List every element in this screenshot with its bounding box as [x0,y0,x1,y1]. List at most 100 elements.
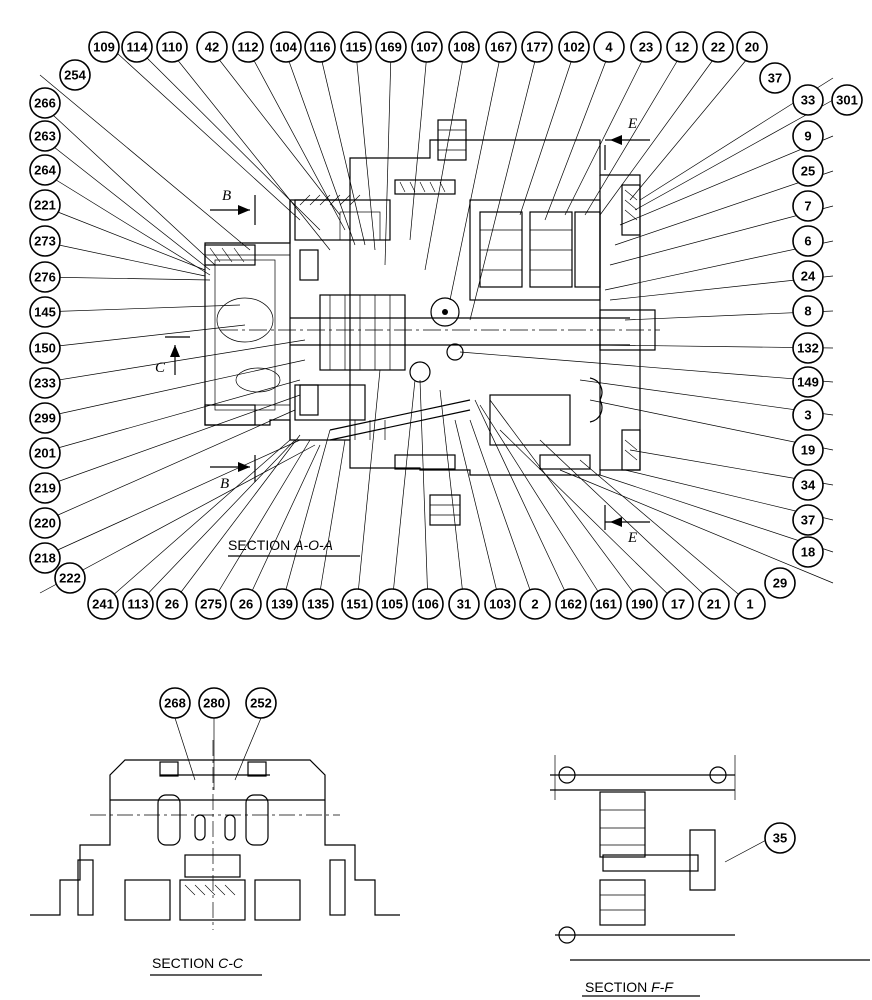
svg-text:266: 266 [34,96,56,111]
svg-text:263: 263 [34,129,56,144]
callout-220: 220 [29,507,61,539]
svg-text:102: 102 [563,40,585,55]
section-c-title: SECTION C-C [152,955,244,971]
callout-145: 145 [29,296,61,328]
svg-text:22: 22 [711,40,725,55]
svg-text:2: 2 [531,597,538,612]
svg-text:115: 115 [346,40,367,55]
callout-135: 135 [302,588,334,620]
svg-text:17: 17 [671,597,685,612]
callout-6: 6 [792,225,824,257]
svg-text:254: 254 [64,68,86,83]
callout-1: 1 [734,588,766,620]
leader-lines [39,52,834,605]
callout-241: 241 [87,588,119,620]
callout-42: 42 [196,31,228,63]
callout-112: 112 [232,31,264,63]
callout-24: 24 [792,260,824,292]
svg-text:110: 110 [162,40,183,55]
svg-text:23: 23 [639,40,653,55]
callout-276: 276 [29,261,61,293]
svg-text:E: E [627,530,637,546]
callout-29: 29 [764,567,796,599]
section-marker-b-bottom: B [210,455,256,492]
callout-22: 22 [702,31,734,63]
svg-text:B: B [222,188,231,204]
svg-text:12: 12 [675,40,689,55]
callout-37: 37 [792,504,824,536]
svg-text:264: 264 [34,163,56,178]
callout-12: 12 [666,31,698,63]
svg-text:35: 35 [773,831,787,846]
svg-text:E: E [627,116,637,132]
svg-text:114: 114 [127,40,149,55]
callout-7: 7 [792,190,824,222]
svg-text:25: 25 [801,164,815,179]
callout-108: 108 [448,31,480,63]
callout-275: 275 [195,588,227,620]
callout-273: 273 [29,225,61,257]
callout-177: 177 [521,31,553,63]
svg-text:21: 21 [707,597,721,612]
svg-text:6: 6 [804,234,811,249]
svg-text:33: 33 [801,93,815,108]
callout-254: 254 [59,59,91,91]
svg-text:273: 273 [34,234,56,249]
svg-text:42: 42 [205,40,219,55]
svg-text:113: 113 [128,597,149,612]
callout-233: 233 [29,367,61,399]
callout-17: 17 [662,588,694,620]
section-marker-e-bottom: E [604,505,650,546]
svg-text:34: 34 [801,478,816,493]
callout-25: 25 [792,155,824,187]
section-c-drawing: SECTION C-C [30,717,400,976]
callout-102: 102 [558,31,590,63]
callout-266: 266 [29,87,61,119]
callout-190: 190 [626,588,658,620]
callout-107: 107 [411,31,443,63]
svg-text:161: 161 [595,597,617,612]
callout-161: 161 [590,588,622,620]
svg-text:190: 190 [631,597,653,612]
callout-3: 3 [792,399,824,431]
callout-218: 218 [29,542,61,574]
svg-text:18: 18 [801,545,815,560]
callout-116: 116 [304,31,336,63]
svg-text:139: 139 [271,597,293,612]
section-marker-b-top: B [210,188,256,225]
svg-text:19: 19 [801,443,815,458]
svg-text:37: 37 [768,71,782,86]
callout-301: 301 [831,84,863,116]
callout-104: 104 [270,31,302,63]
svg-text:150: 150 [34,341,56,356]
callout-34: 34 [792,469,824,501]
callout-169: 169 [375,31,407,63]
callout-151: 151 [341,588,373,620]
callout-103: 103 [484,588,516,620]
callout-252: 252 [245,687,277,719]
callout-221: 221 [29,189,61,221]
svg-text:301: 301 [836,93,858,108]
callout-115: 115 [340,31,372,63]
callout-4: 4 [593,31,625,63]
section-a-drawing: B B C E E [39,52,834,605]
svg-text:218: 218 [34,551,56,566]
svg-text:275: 275 [200,597,222,612]
callout-105: 105 [376,588,408,620]
svg-text:167: 167 [490,40,512,55]
callout-222: 222 [54,562,86,594]
callout-167: 167 [485,31,517,63]
svg-text:26: 26 [239,597,253,612]
callout-201: 201 [29,437,61,469]
svg-text:268: 268 [164,696,186,711]
svg-text:151: 151 [346,597,368,612]
svg-text:169: 169 [380,40,402,55]
svg-text:1: 1 [746,597,753,612]
callout-8: 8 [792,295,824,327]
callout-150: 150 [29,332,61,364]
svg-text:C: C [155,360,166,376]
svg-text:29: 29 [773,576,787,591]
callout-9: 9 [792,120,824,152]
svg-text:276: 276 [34,270,56,285]
